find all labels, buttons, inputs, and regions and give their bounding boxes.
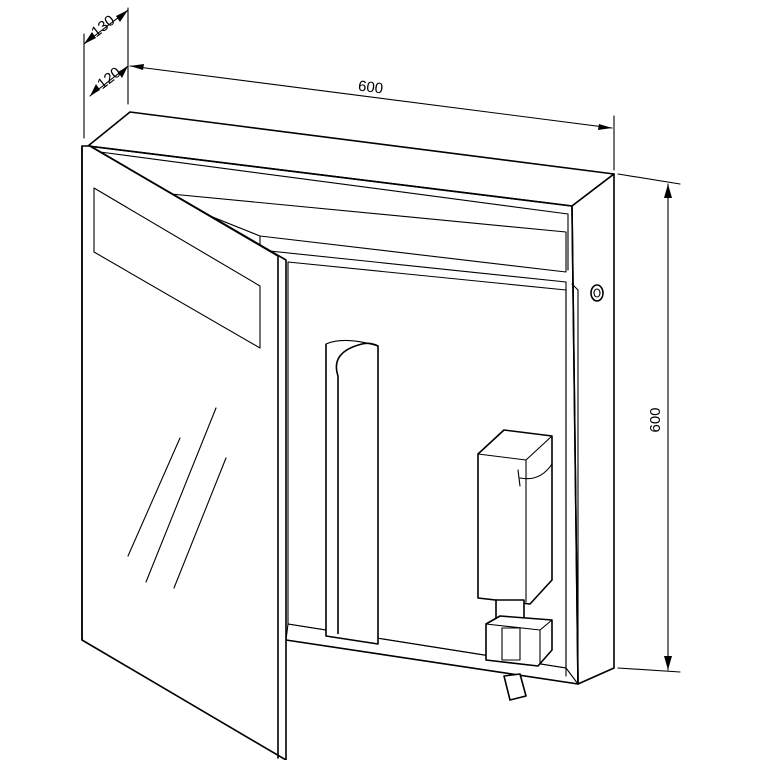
- door-panel: [81, 145, 287, 760]
- reflection-line-3: [173, 457, 227, 589]
- width-label: 600: [357, 78, 384, 98]
- door-edge: [89, 145, 279, 759]
- arrowhead: [664, 184, 672, 198]
- connector-block: [485, 615, 553, 667]
- width-dim-line: [129, 65, 613, 129]
- divider-top-curve: [325, 339, 379, 347]
- arrowhead: [118, 66, 128, 78]
- plug-icon: [503, 673, 527, 701]
- arrowhead: [598, 124, 612, 130]
- arrowhead: [90, 84, 100, 96]
- arrowhead: [130, 64, 144, 70]
- divider-panel: [325, 342, 379, 645]
- shelf-divider: [325, 339, 379, 645]
- socket-recess: [519, 463, 553, 480]
- arrowhead: [116, 10, 128, 22]
- height-label: 600: [647, 407, 664, 432]
- switch-inner: [593, 288, 601, 298]
- height-ext-bottom: [617, 667, 681, 673]
- cabinet-body: [87, 111, 615, 685]
- height-ext-top: [617, 173, 681, 185]
- socket-body: [477, 429, 553, 605]
- door-light-window: [93, 187, 261, 349]
- socket-box: [477, 429, 553, 701]
- connector-slot: [501, 627, 521, 661]
- inner-top-edge: [99, 151, 569, 215]
- mirror-door: [81, 145, 287, 760]
- switch-icon: [590, 284, 604, 302]
- arrowhead: [664, 656, 672, 670]
- frame-inner-right: [571, 283, 579, 685]
- reflection-line-1: [127, 437, 181, 557]
- light-band: [149, 191, 567, 273]
- arrowhead: [84, 32, 96, 44]
- socket-recess-side: [517, 469, 521, 487]
- reflection-line-2: [145, 407, 217, 583]
